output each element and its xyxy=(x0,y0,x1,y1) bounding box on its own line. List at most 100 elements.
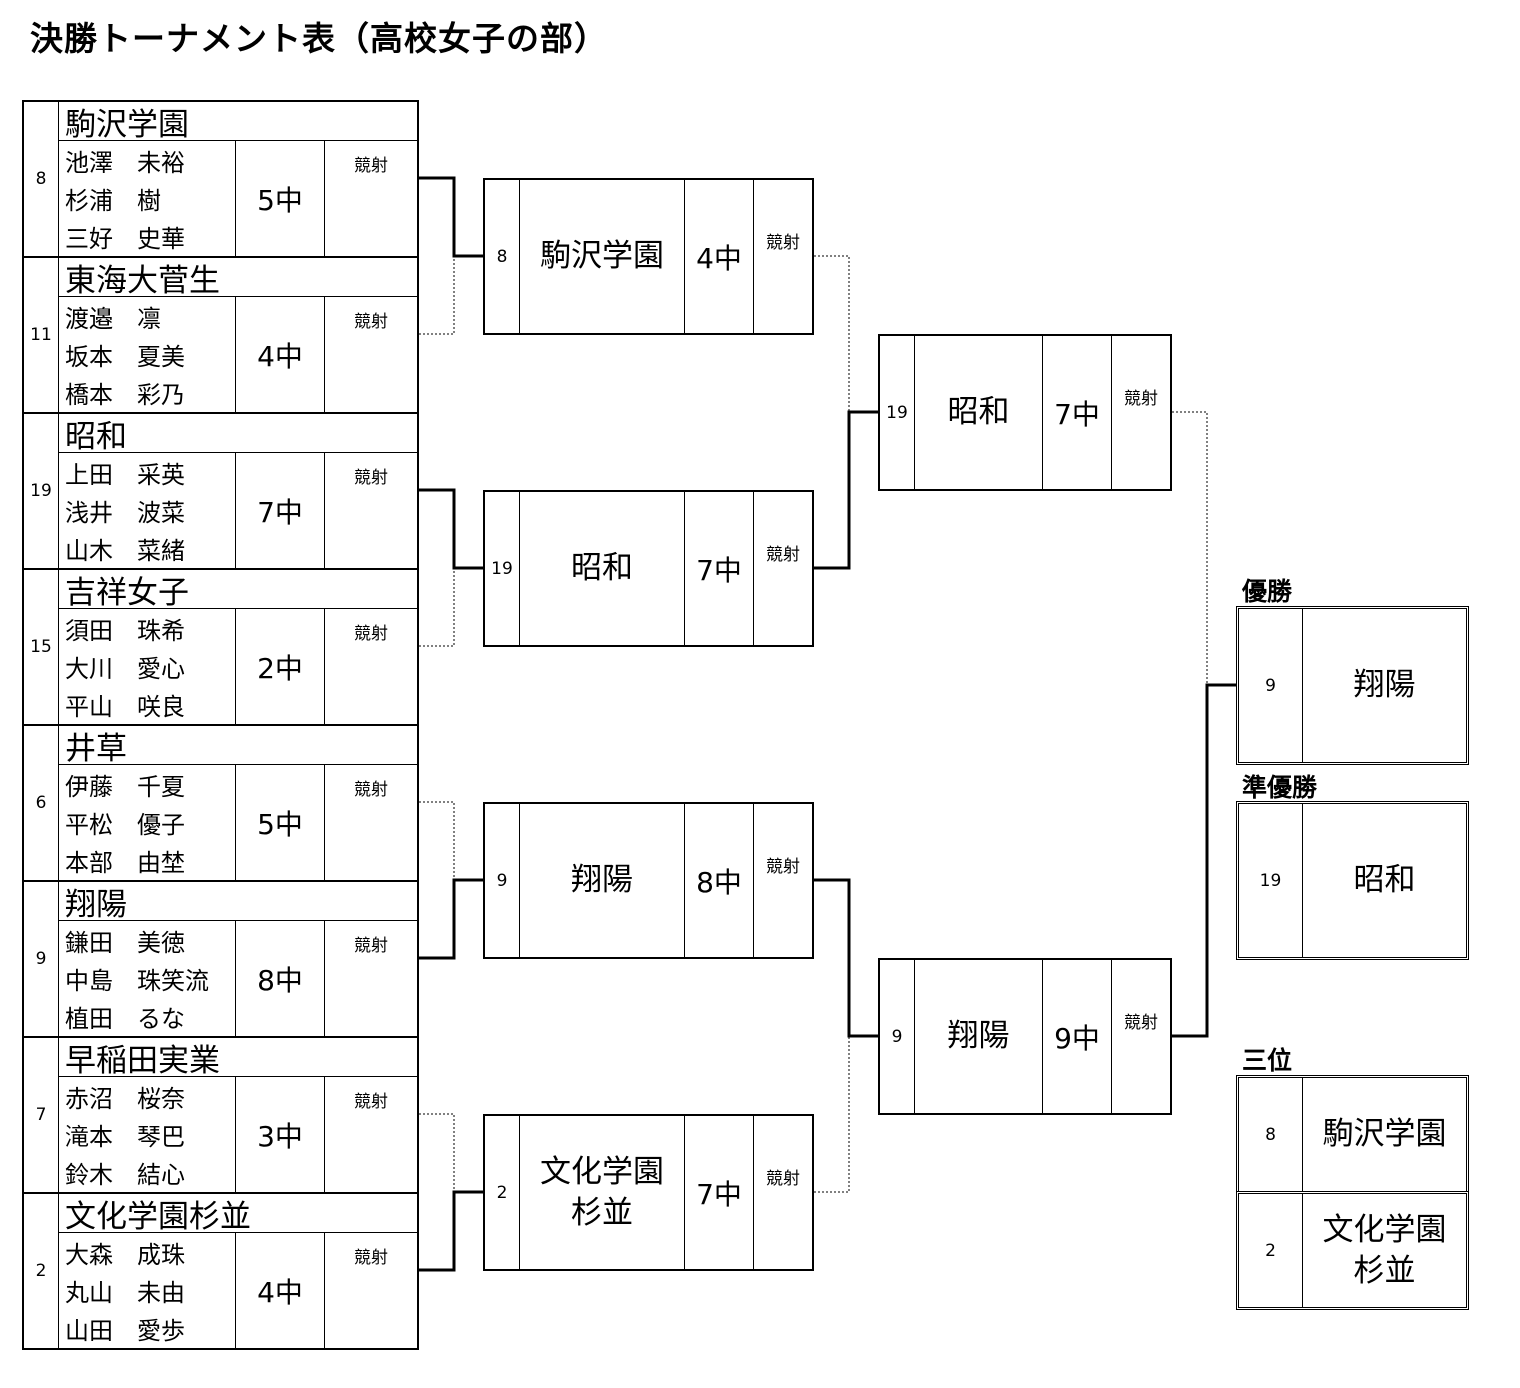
seed-number: 9 xyxy=(1239,609,1303,762)
loser-line xyxy=(419,1113,455,1192)
score: 7中 xyxy=(235,453,324,568)
member-list: 上田 采英浅井 波菜山木 菜緒 xyxy=(59,453,235,568)
seed-number: 2 xyxy=(24,1194,59,1348)
member-name: 須田 珠希 xyxy=(65,616,185,645)
team-name: 文化学園 杉並 xyxy=(1322,1212,1447,1289)
seed-number: 8 xyxy=(1239,1078,1303,1191)
winner-line xyxy=(814,410,878,570)
seed-number: 9 xyxy=(496,870,508,891)
member-list: 赤沼 桜奈滝本 琴巴鈴木 結心 xyxy=(59,1077,235,1192)
loser-line xyxy=(1172,411,1208,685)
winner-line xyxy=(419,878,483,960)
team-name: 東海大菅生 xyxy=(59,258,417,299)
score: 4中 xyxy=(235,297,324,412)
score: 7中 xyxy=(684,1116,753,1269)
member-name: 丸山 未由 xyxy=(65,1278,185,1307)
member-name: 本部 由埜 xyxy=(65,849,185,878)
seed-number: 19 xyxy=(24,414,59,568)
member-name: 赤沼 桜奈 xyxy=(65,1084,185,1113)
score: 4中 xyxy=(684,180,753,333)
member-name: 上田 采英 xyxy=(65,460,185,489)
seed-number: 9 xyxy=(891,1026,903,1047)
kyosha-label: 競射 xyxy=(324,141,417,256)
member-name: 中島 珠笑流 xyxy=(65,966,209,995)
member-name: 山田 愛歩 xyxy=(65,1317,185,1346)
team-name: 翔陽 xyxy=(1353,667,1416,704)
winner-line xyxy=(419,488,483,570)
team-name: 駒沢学園 xyxy=(1322,1116,1447,1153)
winner-label: 優勝 xyxy=(1242,577,1293,606)
team-name: 翔陽 xyxy=(519,804,684,957)
member-name: 坂本 夏美 xyxy=(65,342,185,371)
seed-number: 2 xyxy=(496,1182,508,1203)
score: 8中 xyxy=(235,921,324,1036)
seed-number: 7 xyxy=(24,1038,59,1192)
loser-line xyxy=(814,1036,850,1193)
score: 7中 xyxy=(1042,336,1111,489)
team-name: 昭和 xyxy=(914,336,1042,489)
member-name: 平山 咲良 xyxy=(65,693,185,722)
score: 3中 xyxy=(235,1077,324,1192)
member-name: 杉浦 樹 xyxy=(65,186,161,215)
member-name: 伊藤 千夏 xyxy=(65,772,185,801)
seed-number: 15 xyxy=(24,570,59,724)
kyosha-label: 競射 xyxy=(753,804,812,957)
seed-number: 19 xyxy=(491,558,513,579)
winner-line xyxy=(1172,683,1236,1038)
member-list: 渡邉 凛坂本 夏美橋本 彩乃 xyxy=(59,297,235,412)
winner-box: 9 翔陽 xyxy=(1236,606,1469,765)
team-name: 昭和 xyxy=(1353,862,1416,899)
kyosha-label: 競射 xyxy=(324,765,417,880)
member-name: 橋本 彩乃 xyxy=(65,381,185,410)
team-name: 吉祥女子 xyxy=(59,570,417,611)
kyosha-label: 競射 xyxy=(1111,336,1170,489)
team-name: 昭和 xyxy=(519,492,684,645)
member-name: 平松 優子 xyxy=(65,810,185,839)
kyosha-label: 競射 xyxy=(753,492,812,645)
team-name: 駒沢学園 xyxy=(519,180,684,333)
loser-line xyxy=(419,568,455,647)
seed-number: 6 xyxy=(24,726,59,880)
member-name: 植田 るな xyxy=(65,1005,185,1034)
member-list: 池澤 未裕杉浦 樹三好 史華 xyxy=(59,141,235,256)
member-name: 鈴木 結心 xyxy=(65,1161,185,1190)
member-name: 渡邉 凛 xyxy=(65,304,161,333)
score: 4中 xyxy=(235,1233,324,1348)
member-list: 大森 成珠丸山 未由山田 愛歩 xyxy=(59,1233,235,1348)
loser-line xyxy=(419,801,455,880)
loser-line xyxy=(419,256,455,335)
seed-number: 8 xyxy=(24,102,59,256)
score: 5中 xyxy=(235,765,324,880)
member-name: 滝本 琴巴 xyxy=(65,1122,185,1151)
member-name: 大川 愛心 xyxy=(65,654,185,683)
team-name: 翔陽 xyxy=(914,960,1042,1113)
score: 7中 xyxy=(684,492,753,645)
member-name: 三好 史華 xyxy=(65,225,185,254)
seed-number: 19 xyxy=(886,402,908,423)
member-list: 伊藤 千夏平松 優子本部 由埜 xyxy=(59,765,235,880)
member-list: 鎌田 美徳中島 珠笑流植田 るな xyxy=(59,921,235,1036)
member-name: 浅井 波菜 xyxy=(65,498,185,527)
team-name: 翔陽 xyxy=(59,882,417,923)
third-place-box: 8 駒沢学園 xyxy=(1236,1075,1469,1194)
score: 2中 xyxy=(235,609,324,724)
score: 8中 xyxy=(684,804,753,957)
team-name: 早稲田実業 xyxy=(59,1038,417,1079)
member-name: 山木 菜緒 xyxy=(65,537,185,566)
kyosha-label: 競射 xyxy=(753,1116,812,1269)
team-name: 昭和 xyxy=(59,414,417,455)
winner-line xyxy=(419,176,483,258)
